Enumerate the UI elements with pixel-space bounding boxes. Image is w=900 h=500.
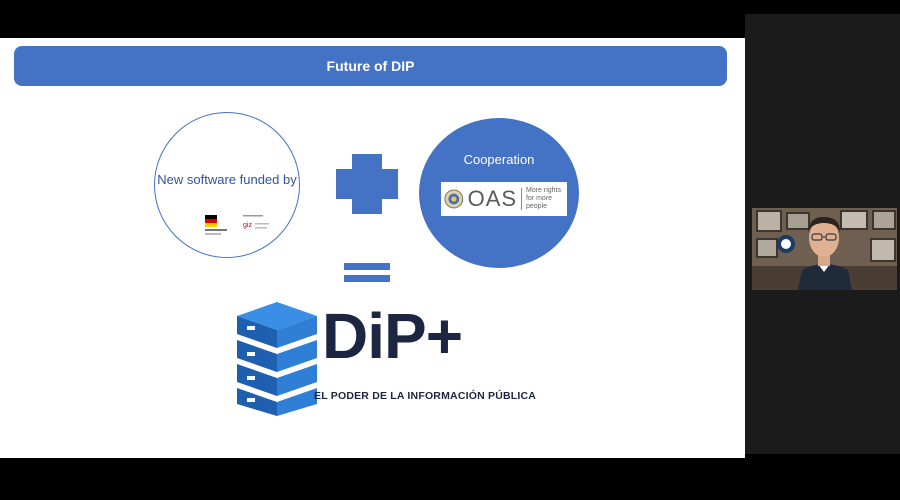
oas-tagline: More rights for more people xyxy=(525,187,561,210)
svg-text:giz: giz xyxy=(243,222,252,229)
server-stack-icon xyxy=(237,302,317,416)
slide-title-bar: Future of DIP xyxy=(14,46,727,86)
plus-sign-vertical xyxy=(352,154,382,214)
equals-sign-bottom xyxy=(344,275,390,282)
cooperation-circle: Cooperation OAS More rights for more peo… xyxy=(419,118,579,268)
dip-logo-subtitle: EL PODER DE LA INFORMACIÓN PÚBLICA xyxy=(314,390,537,402)
oas-logo: OAS More rights for more people xyxy=(441,182,567,216)
dip-logo-text: DiP+ xyxy=(322,300,463,372)
oas-divider xyxy=(521,188,522,210)
oas-name: OAS xyxy=(467,186,518,211)
software-funding-label: New software funded by xyxy=(157,172,297,187)
cooperation-label: Cooperation xyxy=(463,152,535,167)
presenter-webcam-video xyxy=(752,208,897,290)
slide-title: Future of DIP xyxy=(326,58,415,74)
software-funding-circle: New software funded by giz xyxy=(154,112,300,258)
presentation-slide: Future of DIP New software funded by giz… xyxy=(0,38,745,458)
equals-sign-top xyxy=(344,263,390,270)
oas-seal-icon xyxy=(444,189,464,209)
german-flag-icon: giz xyxy=(205,215,269,235)
